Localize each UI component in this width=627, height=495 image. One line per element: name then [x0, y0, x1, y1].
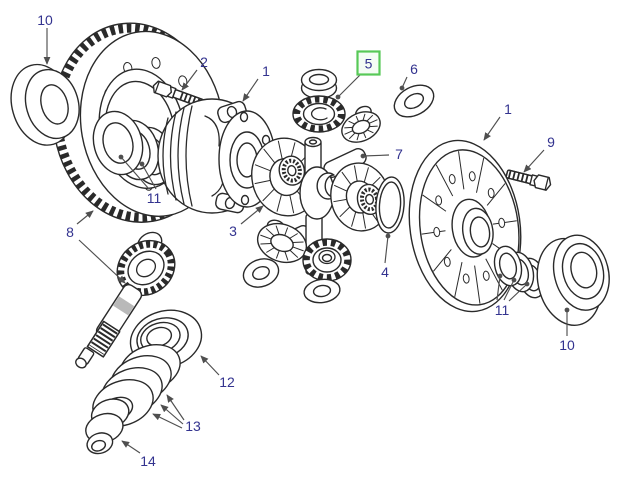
callout-label: 9: [547, 134, 555, 150]
leader-line: [242, 78, 259, 102]
leader-line: [181, 69, 198, 91]
callout-1-left[interactable]: 1: [242, 63, 270, 102]
leader-line: [139, 161, 157, 190]
callout-3[interactable]: 3: [229, 205, 264, 239]
callout-7[interactable]: 7: [360, 146, 403, 162]
front-spacer: [85, 398, 130, 455]
callout-11-right[interactable]: 11: [495, 273, 530, 318]
leader-line: [121, 440, 141, 454]
leader-line: [503, 277, 517, 301]
leader-line: [78, 239, 126, 284]
planet-pinion-bottom-left: [252, 216, 312, 269]
leader-line: [152, 413, 183, 429]
callout-label: 12: [219, 374, 235, 390]
leader-line: [360, 153, 390, 159]
callout-11-left[interactable]: 11: [118, 154, 162, 206]
highlight-box: [356, 50, 381, 76]
o-ring: [375, 176, 405, 234]
leader-line: [384, 233, 391, 264]
leader-line: [118, 154, 150, 190]
leader-line: [76, 210, 94, 225]
leader-line: [335, 73, 362, 100]
callout-label: 3: [229, 223, 237, 239]
leader-line: [240, 205, 264, 225]
thrust-washer: [393, 84, 435, 118]
side-gear-right: [326, 158, 395, 235]
leader-line: [166, 394, 185, 421]
bearing-right: [536, 234, 610, 326]
callout-label: 8: [66, 224, 74, 240]
callout-label: 11: [495, 302, 510, 318]
callout-10-right[interactable]: 10: [559, 307, 575, 353]
planet-pinion-top: [335, 102, 385, 148]
callout-label: 2: [200, 54, 208, 70]
bearing-left: [10, 63, 80, 146]
leader-line: [160, 404, 184, 425]
callout-label: 6: [410, 61, 418, 77]
callout-label: 14: [140, 453, 156, 469]
callout-8[interactable]: 8: [66, 210, 126, 284]
callout-label: 5: [365, 56, 373, 72]
callout-label: 7: [395, 146, 403, 162]
planet-pinion-bottom-right: [302, 238, 352, 282]
callout-10-left[interactable]: 10: [37, 12, 53, 65]
callout-5-highlighted[interactable]: 5: [335, 50, 381, 100]
callout-label: 4: [381, 264, 389, 280]
callout-6[interactable]: 6: [399, 61, 418, 91]
pinion-shaft: [75, 231, 176, 369]
bolt-right: [505, 169, 552, 191]
leader-line: [508, 281, 530, 302]
callout-1-right[interactable]: 1: [483, 101, 512, 141]
callout-2[interactable]: 2: [181, 54, 208, 91]
callout-label: 1: [504, 101, 512, 117]
callout-9[interactable]: 9: [523, 134, 555, 173]
callout-label: 11: [147, 190, 162, 206]
leader-line: [483, 116, 501, 141]
callout-12[interactable]: 12: [200, 355, 235, 390]
leader-line: [399, 76, 408, 91]
leader-line: [496, 273, 503, 301]
callout-label: 10: [559, 337, 575, 353]
callout-label: 10: [37, 12, 53, 28]
leader-line: [200, 355, 220, 376]
callout-label: 13: [185, 418, 201, 434]
callout-label: 1: [262, 63, 270, 79]
callout-13[interactable]: 13: [152, 394, 201, 434]
diff-case-right: [399, 133, 532, 319]
side-gear-top: [292, 68, 346, 133]
leader-line: [523, 149, 545, 173]
pinion-washer-bottom-right: [303, 278, 341, 304]
callout-14[interactable]: 14: [121, 440, 156, 469]
pinion-washer-bottom-left: [242, 258, 280, 288]
callout-4[interactable]: 4: [381, 233, 391, 280]
